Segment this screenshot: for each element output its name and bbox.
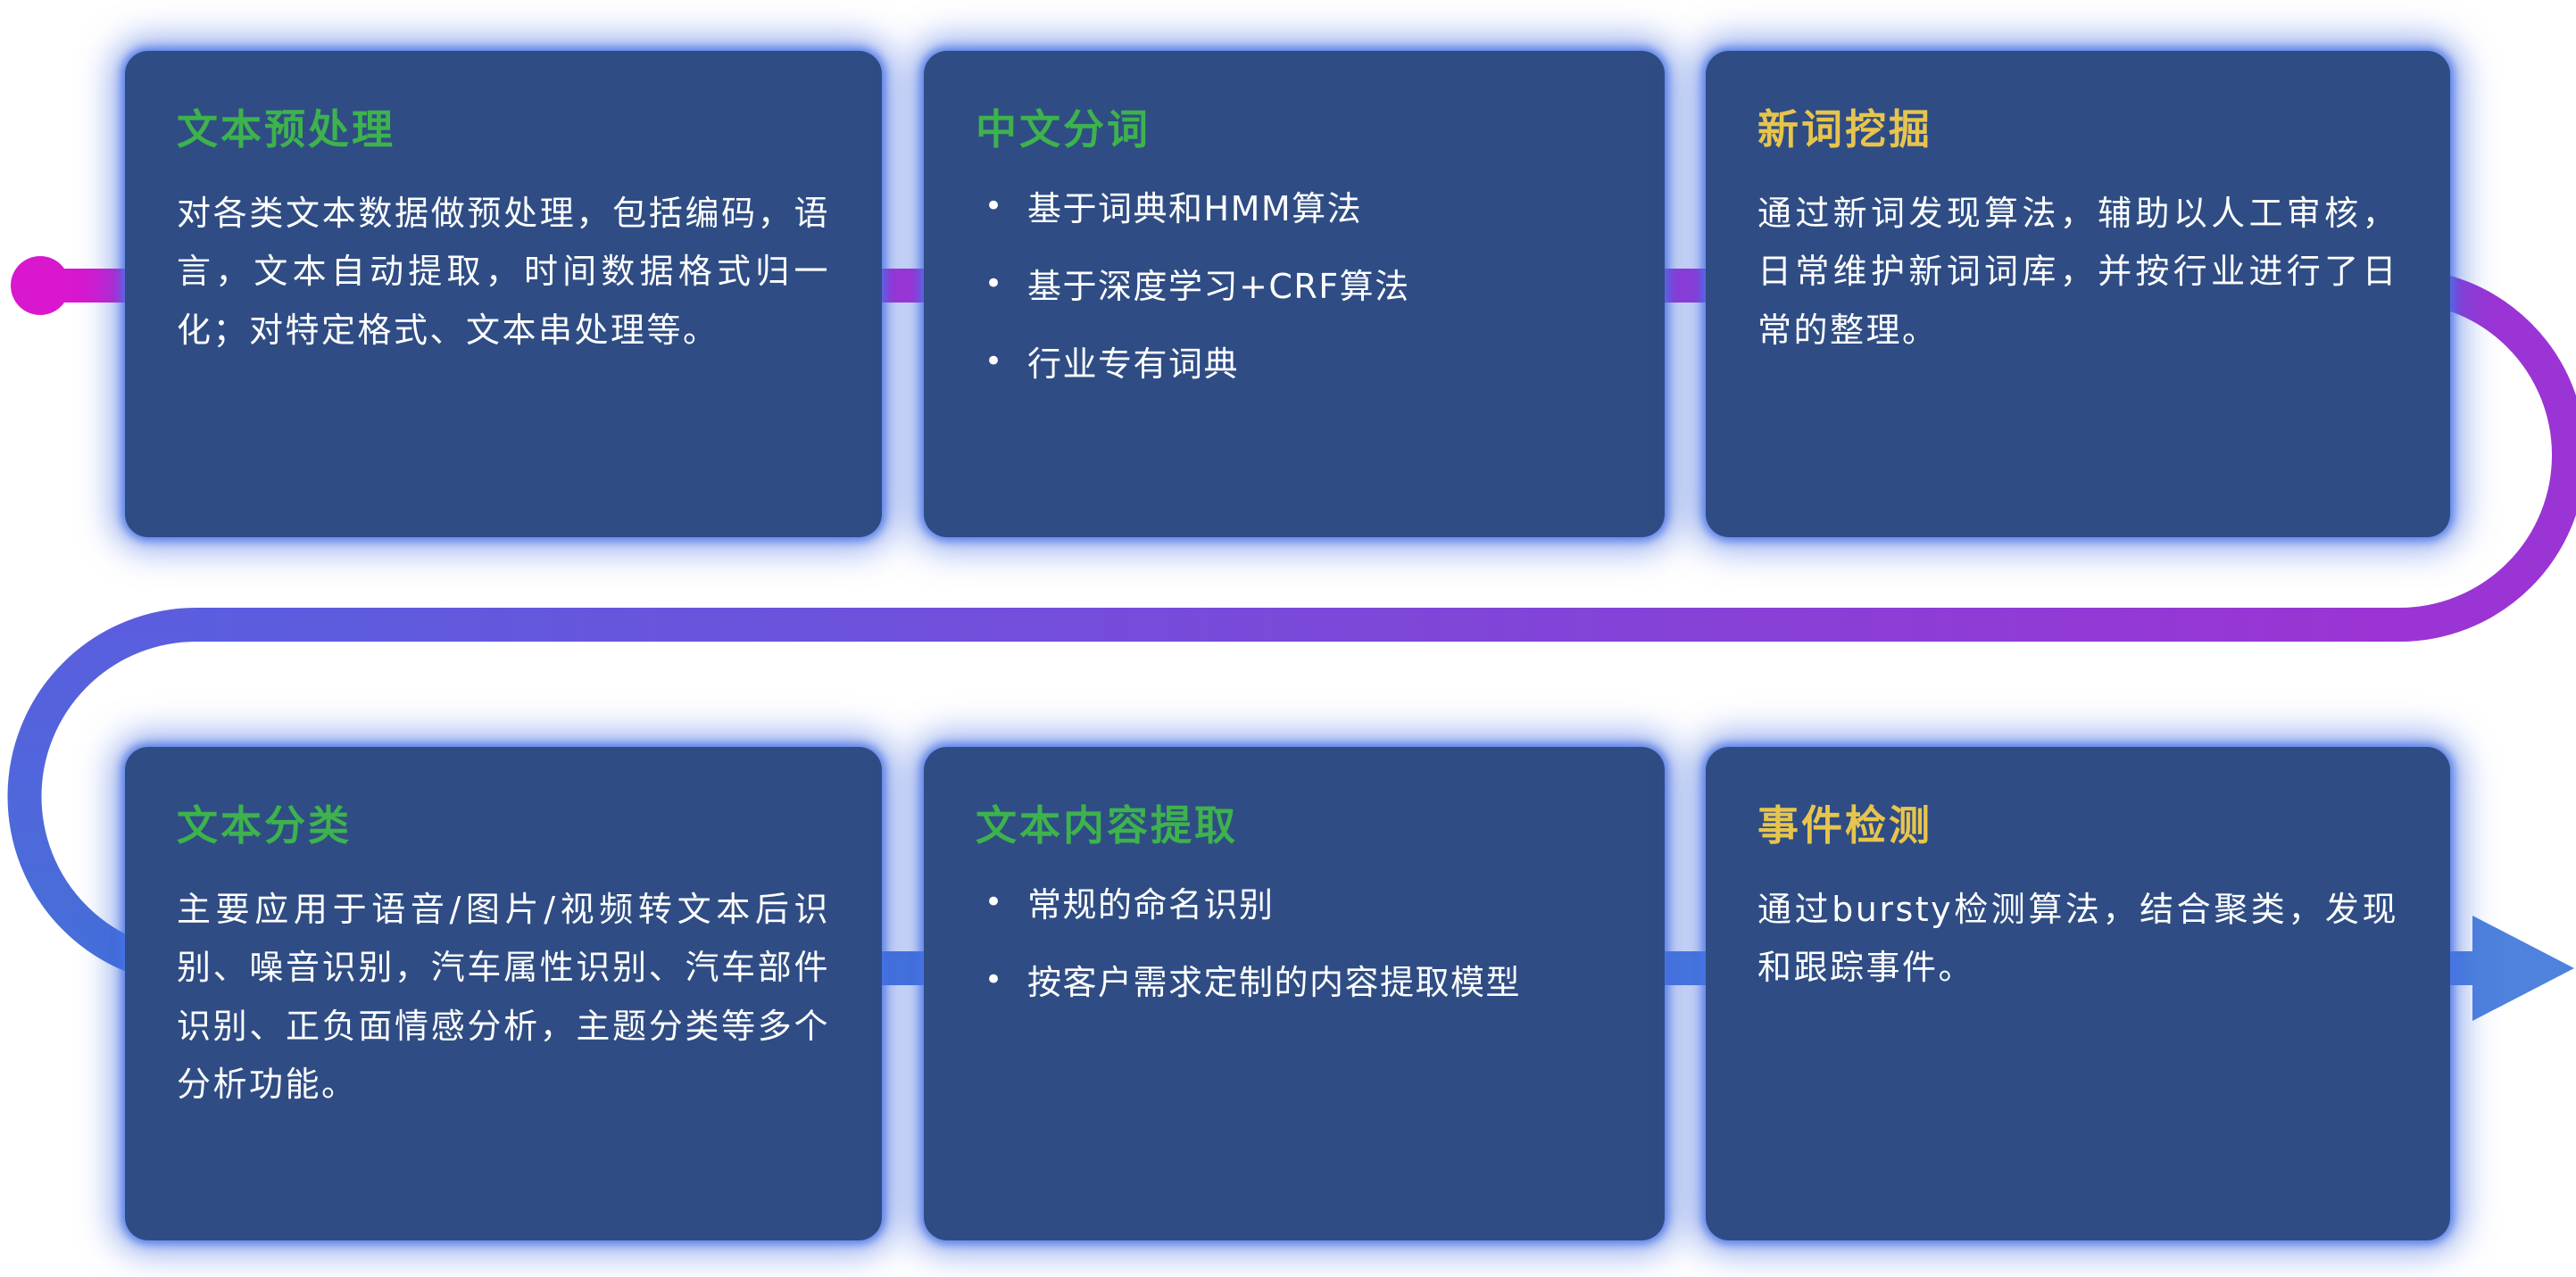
- card-text-content-extraction: 文本内容提取 常规的命名识别 按客户需求定制的内容提取模型: [924, 747, 1665, 1240]
- card-title: 新词挖掘: [1757, 105, 1932, 153]
- bullet-list: 常规的命名识别 按客户需求定制的内容提取模型: [976, 881, 1613, 1008]
- card-title: 事件检测: [1757, 801, 1932, 850]
- bullet-item: 基于深度学习+CRF算法: [976, 262, 1613, 311]
- bullet-item: 常规的命名识别: [976, 881, 1613, 930]
- flow-curve-right: [2398, 269, 2576, 642]
- card-text-classification: 文本分类 主要应用于语音/图片/视频转文本后识别、噪音识别，汽车属性识别、汽车部…: [125, 747, 882, 1240]
- card-body: 通过bursty检测算法，结合聚类，发现和跟踪事件。: [1757, 890, 2398, 988]
- flow-start-dot: [11, 256, 70, 315]
- card-text-preprocessing: 文本预处理 对各类文本数据做预处理，包括编码，语言，文本自动提取，时间数据格式归…: [125, 51, 882, 537]
- card-title: 文本分类: [177, 801, 352, 850]
- card-body: 通过新词发现算法，辅助以人工审核，日常维护新词词库，并按行业进行了日常的整理。: [1757, 194, 2398, 350]
- bullet-item: 行业专有词典: [976, 340, 1613, 389]
- card-title: 文本内容提取: [976, 801, 1238, 850]
- flow-curve-left: [7, 608, 197, 985]
- card-body: 主要应用于语音/图片/视频转文本后识别、噪音识别，汽车属性识别、汽车部件识别、正…: [177, 890, 830, 1105]
- card-title: 中文分词: [976, 105, 1151, 153]
- bullet-list: 基于词典和HMM算法 基于深度学习+CRF算法 行业专有词典: [976, 185, 1613, 389]
- card-body: 对各类文本数据做预处理，包括编码，语言，文本自动提取，时间数据格式归一化；对特定…: [177, 194, 830, 350]
- card-chinese-word-segmentation: 中文分词 基于词典和HMM算法 基于深度学习+CRF算法 行业专有词典: [924, 51, 1665, 537]
- arrow-right-icon: [2472, 916, 2574, 1021]
- card-event-detection: 事件检测 通过bursty检测算法，结合聚类，发现和跟踪事件。: [1706, 747, 2450, 1240]
- bullet-item: 按客户需求定制的内容提取模型: [976, 958, 1613, 1008]
- bullet-item: 基于词典和HMM算法: [976, 185, 1613, 234]
- card-title: 文本预处理: [177, 105, 395, 153]
- card-new-word-mining: 新词挖掘 通过新词发现算法，辅助以人工审核，日常维护新词词库，并按行业进行了日常…: [1706, 51, 2450, 537]
